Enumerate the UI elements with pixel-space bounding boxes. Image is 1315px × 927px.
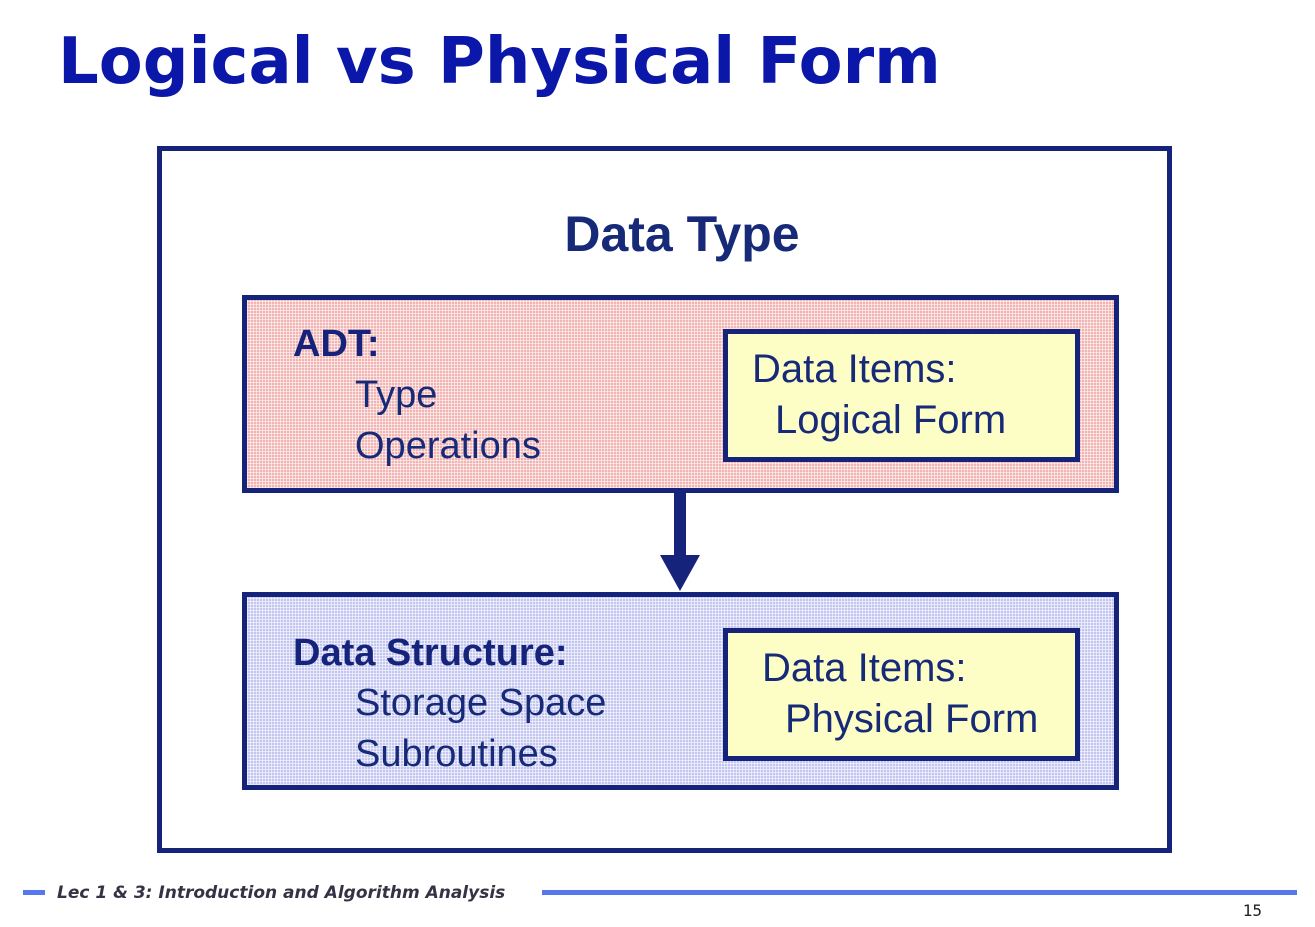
footer-bar-left	[23, 890, 45, 895]
ds-line-subroutines: Subroutines	[355, 733, 558, 775]
slide-title: Logical vs Physical Form	[58, 25, 941, 99]
adt-line-type: Type	[355, 374, 438, 416]
adt-line-operations: Operations	[355, 425, 541, 467]
page-number: 15	[1242, 901, 1262, 920]
adt-heading: ADT:	[293, 323, 380, 365]
footer-text: Lec 1 & 3: Introduction and Algorithm An…	[57, 883, 506, 903]
logical-items-label: Data Items:	[752, 347, 957, 391]
logical-form-label: Logical Form	[775, 398, 1007, 442]
footer-bar-right	[542, 890, 1297, 895]
data-type-title: Data Type	[564, 206, 800, 262]
data-structure-box: Data Structure: Storage Space Subroutine…	[242, 592, 1119, 790]
physical-items-label: Data Items:	[762, 646, 967, 690]
data-structure-heading: Data Structure:	[293, 632, 568, 674]
physical-form-label: Physical Form	[785, 697, 1039, 741]
logical-items-box: Data Items: Logical Form	[723, 329, 1080, 462]
down-arrow-icon	[660, 493, 700, 591]
adt-box: ADT: Type Operations Data Items: Logical…	[242, 295, 1119, 493]
ds-line-storage-space: Storage Space	[355, 682, 607, 724]
physical-items-box: Data Items: Physical Form	[723, 628, 1080, 761]
